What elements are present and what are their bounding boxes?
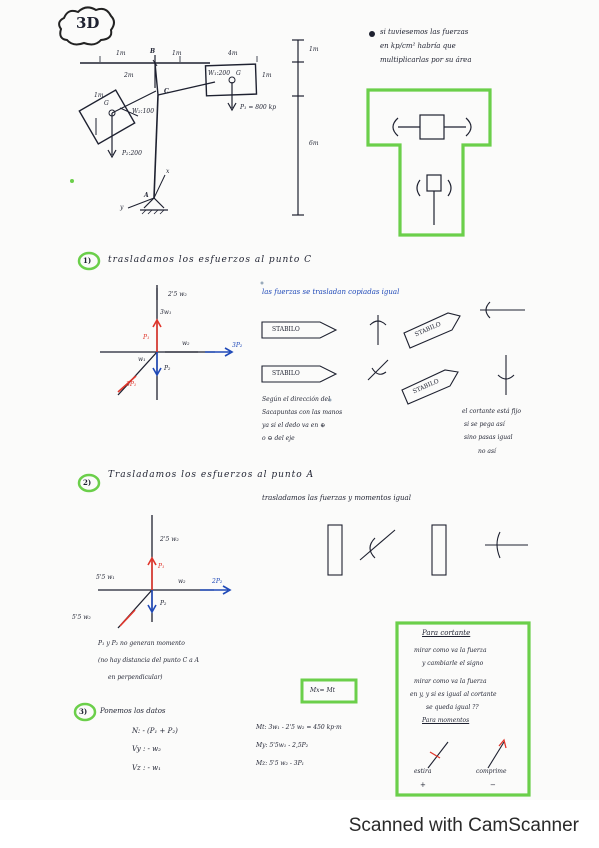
cortante-step: y cambiarle el signo <box>422 660 484 667</box>
force-w2-label: W₂:100 <box>132 108 155 115</box>
dim-label: 1m <box>309 46 319 53</box>
header-bubble <box>58 6 115 46</box>
cortante-step: mirar como va la fuerza <box>414 647 487 654</box>
dim-label: 2m <box>124 72 134 79</box>
sec1-force: 3P₁ <box>126 381 137 388</box>
sign-plus: + <box>420 781 426 789</box>
cortante-step: en y, y si es igual al cortante <box>410 691 497 698</box>
force-w1-label: W₁:200 <box>208 70 231 77</box>
shear-y: Vy : - w₂ <box>132 745 161 753</box>
sec2-note: (no hay distancia del punto C a A <box>98 657 199 664</box>
note-line-1: si tuviesemos las fuerzas <box>380 28 469 36</box>
note-line-2: en kp/cm² habría que <box>380 42 456 50</box>
torsion-moment: Mt: 3w₁ - 2'5 w₂ = 450 kp·m <box>256 724 342 731</box>
shear-z: Vz : - w₁ <box>132 764 161 772</box>
sec1-note: sino pasas igual <box>464 434 513 441</box>
point-b-label: B <box>150 48 156 55</box>
dim-label: 6m <box>309 140 319 147</box>
sec1-note: el cortante está fijo <box>462 408 521 415</box>
stabilo-label: STABILO <box>272 326 300 333</box>
header-label: 3D <box>76 14 100 32</box>
page-drawings <box>58 6 531 797</box>
centroid-label: G <box>104 100 109 107</box>
sec2-force: w₂ <box>178 578 186 585</box>
mx-equals-mt: Mx= Mt <box>310 687 336 694</box>
sec1-force: 3w₁ <box>160 309 172 316</box>
sec1-note: no así <box>478 448 496 455</box>
sec2-top-note: trasladamos las fuerzas y momentos igual <box>262 494 411 502</box>
sign-convention-box <box>366 88 492 237</box>
sec1-note: ya si el dedo va en ⊕ <box>262 422 326 429</box>
sec1-force: 3P₂ <box>232 342 243 349</box>
sec1-force: w₂ <box>182 340 190 347</box>
sec1-top-note: las fuerzas se trasladan copiadas igual <box>262 288 400 296</box>
step-1-number: 1) <box>83 256 92 265</box>
step-3-title: Ponemos los datos <box>100 707 166 715</box>
sec1-force: P₁ <box>143 334 150 341</box>
sec1-note: o ⊖ del eje <box>262 435 295 442</box>
sec1-note: si se pega así <box>464 421 505 428</box>
sec1-note: Según el dirección del <box>262 396 331 403</box>
sec2-force: 2P₂ <box>212 578 223 585</box>
step-1-title: trasladamos los esfuerzos al punto C <box>108 255 313 265</box>
compresion-label: comprime <box>476 768 507 775</box>
dim-label: 1m <box>262 72 272 79</box>
sec2-force: 5'5 w₂ <box>72 614 91 621</box>
momentos-title: Para momentos <box>422 717 470 724</box>
sec2-force: 2'5 w₂ <box>160 536 179 543</box>
force-p1-label: P₁ = 800 kp <box>240 104 277 111</box>
centroid-label: G <box>236 70 241 77</box>
dim-label: 1m <box>116 50 126 57</box>
traccion-label: estira <box>414 768 432 775</box>
point-c-label: C <box>164 88 169 95</box>
note-line-3: multiplicarlas por su área <box>380 56 472 64</box>
sec2-note: P₁ y P₂ no generan momento <box>98 640 185 647</box>
scanned-page: 3D si tuviesemos las fuerzas en kp/cm² h… <box>58 6 531 797</box>
sec2-force: 5'5 w₁ <box>96 574 115 581</box>
footer-watermark: Scanned with CamScanner <box>348 815 579 836</box>
moment-y: My: 5'5w₁ - 2,5P₂ <box>256 742 309 749</box>
sec1-note: Sacapuntas con las manos <box>262 409 343 416</box>
force-p2-label: P₂:200 <box>122 150 142 157</box>
sign-minus: − <box>490 781 496 789</box>
sec1-force: P₂ <box>164 365 171 372</box>
stabilo-label: STABILO <box>272 370 300 377</box>
step-2-number: 2) <box>83 478 92 487</box>
sec1-force: w₁ <box>138 356 146 363</box>
dim-label: 1m <box>94 92 104 99</box>
normal-force: N: - (P₁ + P₂) <box>132 727 178 735</box>
dim-label: 1m <box>172 50 182 57</box>
sec2-note: en perpendicular) <box>108 674 163 681</box>
axis-x-label: x <box>166 168 170 175</box>
sec2-force: P₁ <box>158 563 165 570</box>
sec2-force: P₂ <box>160 600 167 607</box>
point-a-label: A <box>144 192 149 199</box>
step-2-title: Trasladamos los esfuerzos al punto A <box>108 470 315 480</box>
cortante-step: se queda igual ?? <box>426 704 479 711</box>
cortante-title: Para cortante <box>422 629 471 637</box>
cortante-step: mirar como va la fuerza <box>414 678 487 685</box>
axis-y-label: y <box>120 204 124 211</box>
sec1-force: 2'5 w₂ <box>168 291 187 298</box>
moment-z: Mz: 5'5 w₂ - 3P₁ <box>256 760 305 767</box>
step-3-number: 3) <box>79 707 88 716</box>
dim-label: 4m <box>228 50 238 57</box>
